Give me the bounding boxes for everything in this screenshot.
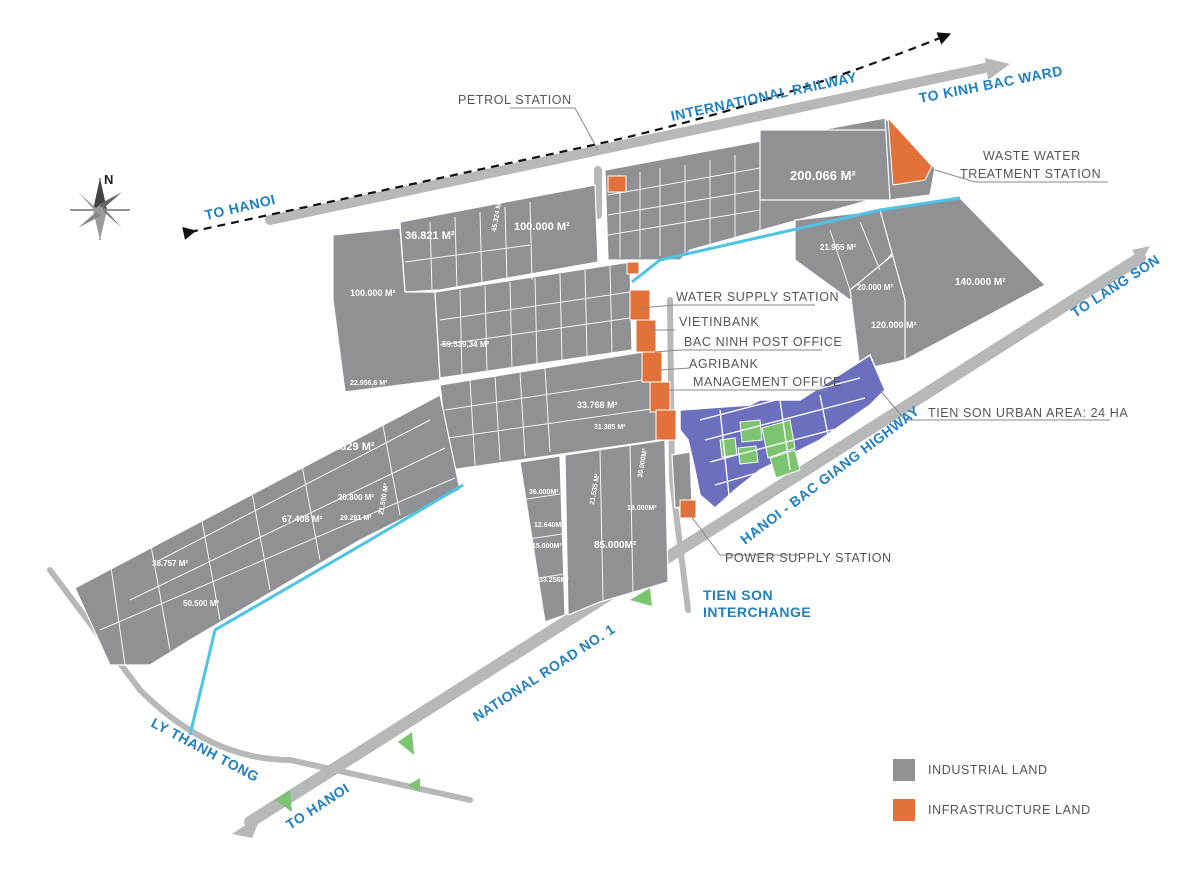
- label-to-lang-son: TO LANG SON: [1068, 251, 1163, 320]
- legend-infrastructure-label: INFRASTRUCTURE LAND: [928, 803, 1091, 817]
- label-petrol-station: PETROL STATION: [458, 93, 572, 107]
- lot-label: 22.956,6 M²: [350, 380, 388, 387]
- legend-item-industrial: INDUSTRIAL LAND: [893, 758, 1153, 782]
- lot-label: 29.281 M²: [340, 515, 372, 522]
- urban-area-streets: [699, 377, 871, 506]
- label-interchange-2: INTERCHANGE: [703, 604, 811, 620]
- label-urban-area: TIEN SON URBAN AREA: 24 HA: [928, 406, 1128, 420]
- lot-label: 20.000 M²: [857, 283, 893, 292]
- central-road-south: [667, 297, 691, 613]
- label-post-office: BAC NINH POST OFFICE: [684, 335, 842, 349]
- label-vietinbank: VIETINBANK: [679, 315, 759, 329]
- lot-label: 100.000 M²: [514, 221, 570, 233]
- label-power-supply: POWER SUPPLY STATION: [725, 551, 892, 565]
- block-south-mid: [519, 455, 566, 623]
- lot-label: 36.821 M²: [405, 230, 455, 242]
- infrastructure-swatch: [893, 799, 915, 821]
- international-railway-line: [182, 32, 952, 240]
- label-water-supply: WATER SUPPLY STATION: [676, 290, 839, 304]
- label-management-office: MANAGEMENT OFFICE: [693, 375, 842, 389]
- waste-water-plot: [887, 116, 933, 186]
- lot-label: 100.000 M²: [350, 288, 396, 298]
- lot-label: 33.256M²: [539, 577, 569, 584]
- lot-label: 59.539,34 M²: [442, 340, 489, 349]
- petrol-station-plot: [607, 175, 627, 193]
- lot-label: 50.500 M²: [183, 599, 219, 608]
- lot-label: 12.640M²: [534, 522, 564, 529]
- lot-label: 21.955 M²: [820, 243, 856, 252]
- block-central: [434, 261, 633, 379]
- leader-lines: [510, 107, 1110, 556]
- lot-label: 61.829 M²: [325, 441, 375, 453]
- label-waste-water-2: TREATMENT STATION: [960, 167, 1101, 181]
- block-west-long: [74, 394, 461, 666]
- lot-label: 31.385 M²: [594, 424, 626, 431]
- to-lang-son-arrow: [1132, 246, 1150, 264]
- lot-label: 15.000M²: [532, 543, 562, 550]
- lot-label: 67.408 M²: [282, 514, 323, 524]
- lot-label: 140.000 M²: [955, 277, 1006, 288]
- ly-thanh-tong-road: [47, 567, 473, 803]
- legend-industrial-label: INDUSTRIAL LAND: [928, 763, 1048, 777]
- label-waste-water-1: WASTE WATER: [983, 149, 1081, 163]
- label-ly-thanh-tong: LY THANH TONG: [149, 715, 262, 785]
- map-legend: INDUSTRIAL LAND INFRASTRUCTURE LAND: [893, 758, 1153, 838]
- compass-rose-icon: N: [70, 172, 130, 240]
- compass-north-label: N: [104, 172, 113, 187]
- lot-label: 85.000M²: [594, 540, 637, 551]
- lot-label: 18.000M²: [627, 505, 657, 512]
- lot-label: 36.000M²: [529, 489, 559, 496]
- lot-label: 38.757 M²: [152, 559, 188, 568]
- industrial-swatch: [893, 759, 915, 781]
- legend-item-infrastructure: INFRASTRUCTURE LAND: [893, 798, 1153, 822]
- lot-label: 33.768 M²: [577, 400, 618, 410]
- label-interchange-1: TIEN SON: [703, 587, 773, 603]
- label-agribank: AGRIBANK: [689, 357, 758, 371]
- lot-label: 20.800 M²: [338, 493, 374, 502]
- block-south-east: [564, 439, 669, 616]
- railway-road-arrow: [985, 58, 1010, 80]
- lot-label: 120.000 M²: [871, 320, 917, 330]
- interchange-greens: [275, 588, 652, 812]
- to-hanoi-bottom-arrow: [232, 814, 262, 838]
- lot-label: 200.066 M²: [790, 168, 856, 183]
